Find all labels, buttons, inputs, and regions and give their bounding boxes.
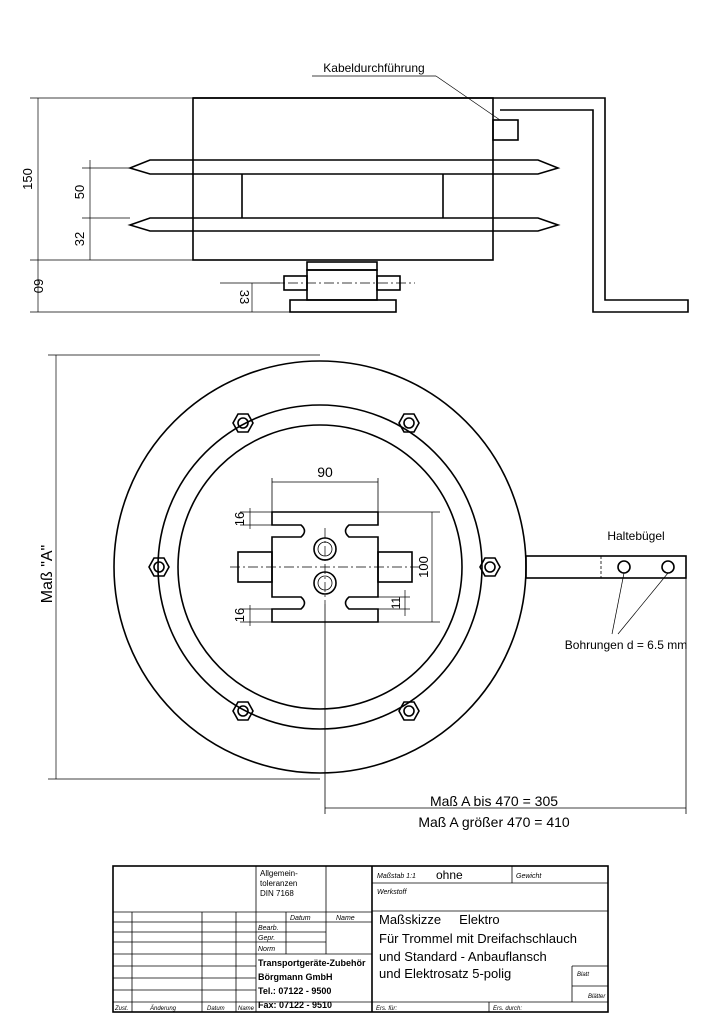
drawing-title-2: Für Trommel mit Dreifachschlauch (379, 931, 577, 946)
cable-gland (492, 119, 519, 141)
scale-value: ohne (436, 868, 463, 882)
hex-bolt (479, 557, 501, 577)
material-label: Werkstoff (377, 889, 407, 896)
note-mass-a-2: Maß A größer 470 = 410 (418, 814, 570, 830)
row-norm: Norm (258, 946, 275, 953)
row-gepr: Gepr. (258, 935, 275, 942)
aenderung-label: Änderung (149, 1005, 177, 1012)
dim-16-top: 16 (232, 512, 247, 526)
zust-label: Zust. (114, 1006, 128, 1012)
mounting-hole (617, 560, 631, 574)
note-mass-a-1: Maß A bis 470 = 305 (430, 793, 558, 809)
label-holes: Bohrungen d = 6.5 mm (565, 638, 687, 652)
company-line-4: Fax: 07122 - 9510 (258, 1000, 332, 1010)
col-datum: Datum (290, 915, 311, 922)
blatt-label: Blatt (577, 972, 589, 978)
drawing-title-1: Maßskizze Elektro (379, 912, 500, 927)
hex-bolt (398, 413, 420, 433)
hex-bolt (232, 413, 254, 433)
hex-bolt (398, 701, 420, 721)
tolerances-line-3: DIN 7168 (260, 889, 294, 898)
scale-label: Maßstab 1:1 (377, 873, 416, 880)
dim-11: 11 (389, 596, 403, 609)
base-plate (289, 299, 397, 313)
top-view: 90 16 16 100 11 Haltebügel Bohrungen d =… (39, 354, 687, 830)
blaetter-label: Blätter (588, 994, 606, 1000)
drawing-title-3: und Standard - Anbauflansch (379, 949, 547, 964)
dim-100: 100 (416, 556, 431, 578)
ers-fuer-label: Ers. für: (376, 1006, 397, 1012)
side-view: Kabeldurchführung 150 50 32 60 33 (20, 61, 689, 313)
drum-housing (192, 97, 494, 261)
upper-flange (127, 159, 561, 175)
col-name: Name (336, 915, 355, 922)
hex-bolt (148, 557, 170, 577)
datum-label: Datum (207, 1006, 225, 1012)
inner-ring-outer (157, 404, 483, 730)
row-bearb: Bearb. (258, 925, 279, 932)
drawing-title-4: und Elektrosatz 5-polig (379, 966, 511, 981)
company-line-3: Tel.: 07122 - 9500 (258, 986, 331, 996)
mounting-hole (661, 560, 675, 574)
lower-flange (127, 217, 561, 232)
dim-90: 90 (317, 464, 333, 480)
dim-33: 33 (237, 290, 252, 304)
title-block: Allgemein- toleranzen DIN 7168 Maßstab 1… (112, 865, 609, 1013)
dim-16-bottom: 16 (232, 608, 247, 622)
hex-bolt (232, 701, 254, 721)
base-block (306, 269, 378, 301)
label-cable-gland: Kabeldurchführung (323, 61, 424, 75)
label-mass-a: Maß "A" (39, 545, 56, 603)
company-line-1: Transportgeräte-Zubehör (258, 958, 366, 968)
bracket-profile (193, 97, 689, 313)
weight-label: Gewicht (516, 873, 542, 880)
ers-durch-label: Ers. durch: (493, 1006, 522, 1012)
name-label: Name (238, 1006, 255, 1012)
dim-32: 32 (72, 232, 87, 246)
dim-60: 60 (31, 279, 46, 293)
label-bracket: Haltebügel (607, 529, 664, 543)
dim-150: 150 (20, 168, 35, 190)
company-line-2: Börgmann GmbH (258, 972, 333, 982)
tolerances-line-2: toleranzen (260, 879, 297, 888)
tolerances-line-1: Allgemein- (260, 869, 298, 878)
dim-50: 50 (72, 185, 87, 199)
bracket-arm (525, 555, 687, 579)
inner-ring-inner (177, 424, 463, 710)
